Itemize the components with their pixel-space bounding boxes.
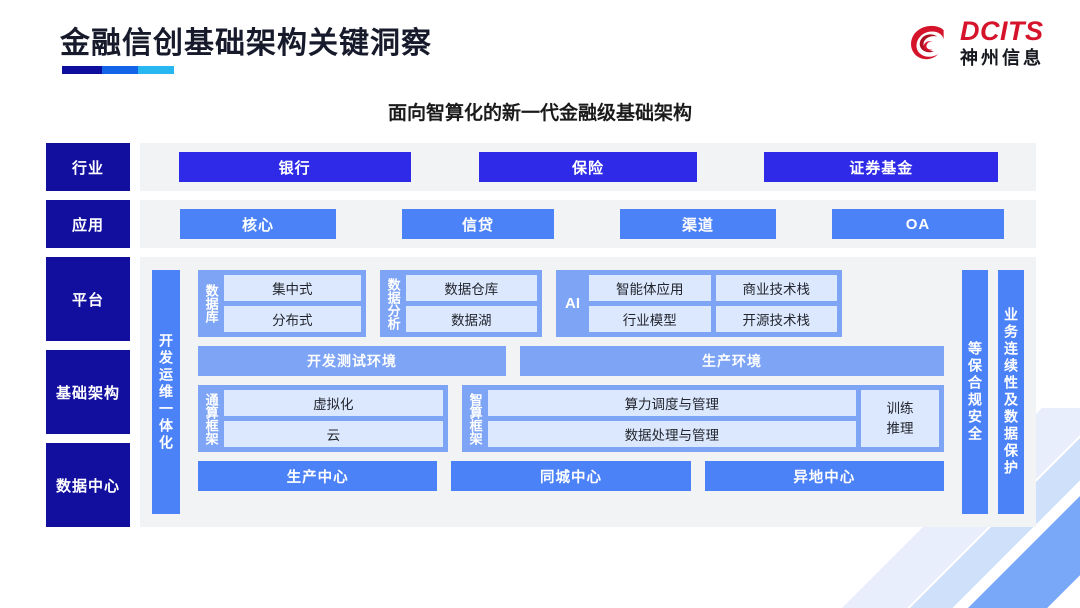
intelligent-compute-cell-train-inference[interactable]: 训练推理 bbox=[861, 390, 939, 447]
group-intelligent-compute: 智算框架 算力调度与管理 数据处理与管理 训练推理 bbox=[462, 385, 944, 452]
layer-row-industry: 行业 银行 保险 证券基金 bbox=[46, 143, 1036, 191]
layer-label-application: 应用 bbox=[46, 200, 130, 248]
intelligent-compute-cell-power-scheduling[interactable]: 算力调度与管理 bbox=[487, 390, 856, 416]
logo-text-cn: 神州信息 bbox=[960, 48, 1044, 68]
ai-cell-agent-application[interactable]: 智能体应用 bbox=[589, 275, 711, 301]
dc-chip-production-center[interactable]: 生产中心 bbox=[198, 461, 438, 491]
compliance-security-vertical-bar[interactable]: 等保合规安全 bbox=[962, 270, 988, 514]
dcits-swirl-icon bbox=[911, 25, 944, 59]
app-chip-credit[interactable]: 信贷 bbox=[402, 209, 554, 239]
environment-row: 开发测试环境 生产环境 bbox=[198, 346, 944, 376]
datacenter-row: 生产中心 同城中心 异地中心 bbox=[198, 461, 944, 491]
industry-items: 银行 保险 证券基金 bbox=[140, 143, 1036, 191]
dc-chip-remote-center[interactable]: 异地中心 bbox=[704, 461, 944, 491]
layer-label-infrastructure: 基础架构 bbox=[46, 350, 130, 434]
general-compute-cell-virtualization[interactable]: 虚拟化 bbox=[223, 390, 443, 416]
ai-cell-commercial-stack[interactable]: 商业技术栈 bbox=[715, 275, 837, 301]
analytics-cell-data-lake[interactable]: 数据湖 bbox=[405, 306, 537, 332]
layer-label-industry: 行业 bbox=[46, 143, 130, 191]
layer-label-datacenter: 数据中心 bbox=[46, 443, 130, 527]
db-cell-distributed[interactable]: 分布式 bbox=[223, 306, 361, 332]
industry-chip-securities-fund[interactable]: 证券基金 bbox=[764, 152, 999, 182]
group-ai: AI 智能体应用 行业模型 商业技术栈 开源技术栈 bbox=[556, 270, 842, 337]
capability-groups-row: 数据库 集中式 分布式 数据分析 数据仓库 数据湖 bbox=[198, 270, 944, 337]
analytics-cell-data-warehouse[interactable]: 数据仓库 bbox=[405, 275, 537, 301]
group-title-database: 数据库 bbox=[203, 284, 219, 323]
application-items: 核心 信贷 渠道 OA bbox=[140, 200, 1036, 248]
ai-cell-industry-model[interactable]: 行业模型 bbox=[589, 306, 711, 332]
brand-logo: DCITS 神州信息 bbox=[905, 18, 1044, 67]
ai-cell-open-source-stack[interactable]: 开源技术栈 bbox=[715, 306, 837, 332]
intelligent-compute-cell-data-processing[interactable]: 数据处理与管理 bbox=[487, 421, 856, 447]
platform-stack: 平台 基础架构 数据中心 开发运维一体化 数据库 集中式 分布式 bbox=[46, 257, 1036, 527]
title-underline-accent bbox=[62, 66, 174, 74]
app-chip-core[interactable]: 核心 bbox=[180, 209, 336, 239]
group-title-intelligent-compute: 智算框架 bbox=[467, 392, 483, 445]
platform-panel: 开发运维一体化 数据库 集中式 分布式 数据分析 bbox=[140, 257, 1036, 527]
group-database: 数据库 集中式 分布式 bbox=[198, 270, 366, 337]
app-chip-channel[interactable]: 渠道 bbox=[620, 209, 776, 239]
diagram-subtitle: 面向智算化的新一代金融级基础架构 bbox=[387, 103, 692, 124]
group-title-ai: AI bbox=[565, 294, 580, 312]
compute-frameworks-row: 通算框架 虚拟化 云 智算框架 算力调度与管理 数据处理与管理 bbox=[198, 385, 944, 452]
architecture-diagram: 行业 银行 保险 证券基金 应用 核心 信贷 渠道 OA 平台 基础架构 数据中… bbox=[46, 143, 1036, 527]
group-title-general-compute: 通算框架 bbox=[203, 392, 219, 445]
db-cell-centralized[interactable]: 集中式 bbox=[223, 275, 361, 301]
layer-label-platform: 平台 bbox=[46, 257, 130, 341]
layer-row-application: 应用 核心 信贷 渠道 OA bbox=[46, 200, 1036, 248]
logo-text-en: DCITS bbox=[960, 16, 1044, 46]
group-title-analytics: 数据分析 bbox=[385, 277, 401, 330]
env-bar-dev-test[interactable]: 开发测试环境 bbox=[198, 346, 506, 376]
app-chip-oa[interactable]: OA bbox=[832, 209, 1004, 239]
group-data-analytics: 数据分析 数据仓库 数据湖 bbox=[380, 270, 542, 337]
layer-labels-column: 平台 基础架构 数据中心 bbox=[46, 257, 130, 527]
platform-center-column: 数据库 集中式 分布式 数据分析 数据仓库 数据湖 bbox=[198, 270, 944, 514]
general-compute-cell-cloud[interactable]: 云 bbox=[223, 421, 443, 447]
page-title: 金融信创基础架构关键洞察 bbox=[60, 27, 432, 60]
industry-chip-insurance[interactable]: 保险 bbox=[478, 152, 697, 182]
business-continuity-vertical-bar[interactable]: 业务连续性及数据保护 bbox=[998, 270, 1024, 514]
group-general-compute: 通算框架 虚拟化 云 bbox=[198, 385, 448, 452]
dc-chip-same-city-center[interactable]: 同城中心 bbox=[451, 461, 691, 491]
industry-chip-bank[interactable]: 银行 bbox=[178, 152, 411, 182]
env-bar-production[interactable]: 生产环境 bbox=[520, 346, 944, 376]
devops-vertical-bar[interactable]: 开发运维一体化 bbox=[152, 270, 180, 514]
slide-header: 金融信创基础架构关键洞察 DCITS 神州信息 bbox=[0, 0, 1080, 88]
